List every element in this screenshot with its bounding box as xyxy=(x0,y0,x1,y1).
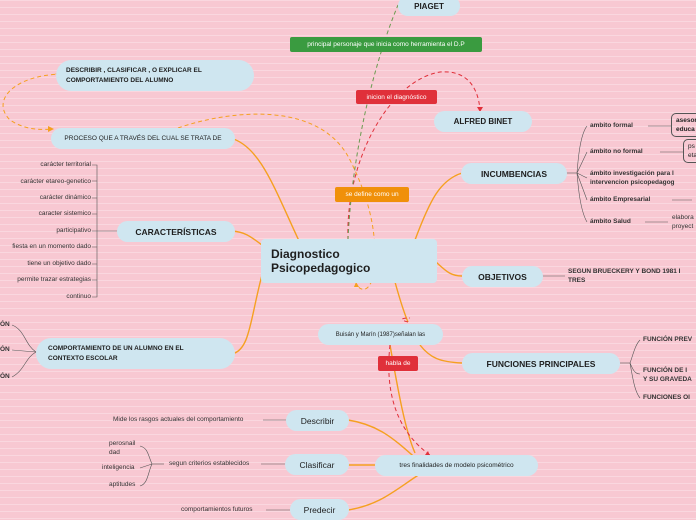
funcion-item: FUNCIONES OI xyxy=(643,394,690,401)
describir-label: Describir xyxy=(300,415,335,426)
objetivos-detail-line2: TRES xyxy=(568,277,586,284)
describir-node[interactable]: Describir xyxy=(286,410,349,431)
buisan-node[interactable]: Buisán y Marín (1987)señalan las xyxy=(318,324,443,345)
describir-clasificar-line2: COMPORTAMIENTO DEL ALUMNO xyxy=(66,76,174,84)
ambito-formal-detail-line1: asesor xyxy=(676,117,696,124)
comportamiento-node[interactable]: COMPORTAMIENTO DE UN ALUMNO EN EL CONTEXT… xyxy=(36,338,235,369)
tres-finalidades-label: tres finalidades de modelo psicométrico xyxy=(399,462,514,469)
piaget-description-text: principal personaje que inicia como herr… xyxy=(307,41,465,48)
objetivos-detail: SEGUN BRUECKERY Y BOND 1981 I TRES xyxy=(568,267,680,285)
ambito-salud-detail-line1: elabora xyxy=(672,214,694,221)
caracteristica-item: participativo xyxy=(56,227,91,234)
ambito-no-formal-detail-line2: eta xyxy=(688,152,696,159)
caracteristica-item: tiene un objetivo dado xyxy=(27,260,91,267)
objetivos-label: OBJETIVOS xyxy=(478,271,527,282)
inicion-tag[interactable]: inicion el diagnóstico xyxy=(356,90,437,104)
funciones-node[interactable]: FUNCIONES PRINCIPALES xyxy=(462,353,620,374)
ambito-empresarial-label: ámbito Empresarial xyxy=(590,196,651,203)
clasificar-item: perosnail dad xyxy=(109,440,136,456)
proceso-node[interactable]: PROCESO QUE A TRAVÉS DEL CUAL SE TRATA D… xyxy=(51,128,235,149)
caracteristica-item: carácter etareo-genetico xyxy=(20,178,91,185)
funcion-item-line2: Y SU GRAVEDA xyxy=(643,376,692,383)
incumbencias-node[interactable]: INCUMBENCIAS xyxy=(461,163,567,184)
describir-clasificar-node[interactable]: DESCRIBIR , CLASIFICAR , O EXPLICAR EL CO… xyxy=(56,60,254,91)
clasificar-node[interactable]: Clasificar xyxy=(285,454,349,475)
funciones-label: FUNCIONES PRINCIPALES xyxy=(486,358,596,369)
ambito-formal-detail: asesor educa xyxy=(671,113,696,137)
predecir-desc: comportamientos futuros xyxy=(181,506,253,513)
ambito-investigacion-label: ámbito investigación para l intervencion … xyxy=(590,169,675,187)
incumbencias-label: INCUMBENCIAS xyxy=(480,168,548,179)
funcion-item: FUNCIÓN PREV xyxy=(643,336,693,343)
comportamiento-subitem: ÓN xyxy=(0,346,10,353)
ambito-formal-detail-line2: educa xyxy=(676,126,695,133)
habla-de-tag[interactable]: habla de xyxy=(378,356,418,371)
proceso-label: PROCESO QUE A TRAVÉS DEL CUAL SE TRATA D… xyxy=(64,135,222,142)
clasificar-item: aptitudes xyxy=(109,481,136,488)
piaget-node[interactable]: PIAGET xyxy=(398,0,460,16)
describir-desc: Mide los rasgos actuales del comportamie… xyxy=(113,416,244,423)
clasificar-item: inteligencia xyxy=(102,464,135,471)
define-text: se define como un xyxy=(345,191,399,198)
central-topic-line1: Diagnostico xyxy=(271,247,340,261)
comportamiento-line2: CONTEXTO ESCOLAR xyxy=(48,354,118,362)
central-topic-line2: Psicopedagogico xyxy=(271,261,371,275)
caracteristica-item: permite trazar estrategias xyxy=(17,276,91,283)
ambito-formal-label: ambito formal xyxy=(590,122,633,129)
caracteristicas-label: CARACTERÍSTICAS xyxy=(135,226,217,237)
ambito-no-formal-label: ámbito no formal xyxy=(590,148,643,155)
tres-finalidades-node[interactable]: tres finalidades de modelo psicométrico xyxy=(375,455,538,476)
comportamiento-line1: COMPORTAMIENTO DE UN ALUMNO EN EL xyxy=(48,344,184,352)
alfred-binet-node[interactable]: ALFRED BINET xyxy=(434,111,532,132)
objetivos-node[interactable]: OBJETIVOS xyxy=(462,266,543,287)
comportamiento-subitem: ÓN xyxy=(0,321,10,328)
ambito-no-formal-detail-line1: ps xyxy=(688,143,695,150)
caracteristica-item: carácter dinámico xyxy=(39,194,91,201)
alfred-binet-label: ALFRED BINET xyxy=(453,117,513,126)
ambito-investigacion-line2: intervencion psicopedagog xyxy=(590,179,675,186)
inicion-text: inicion el diagnóstico xyxy=(366,93,427,101)
caracteristica-item: continuo xyxy=(66,293,91,300)
comportamiento-subitem: ÓN xyxy=(0,373,10,380)
buisan-label: Buisán y Marín (1987)señalan las xyxy=(335,331,426,338)
predecir-label: Predecir xyxy=(303,504,336,515)
caracteristica-item: carácter territorial xyxy=(40,161,91,168)
describir-clasificar-line1: DESCRIBIR , CLASIFICAR , O EXPLICAR EL xyxy=(66,66,202,74)
define-tag[interactable]: se define como un xyxy=(335,187,409,202)
caracteristica-item: fiesta en un momento dado xyxy=(12,243,91,250)
piaget-description-tag[interactable]: principal personaje que inicia como herr… xyxy=(290,37,482,52)
piaget-label: PIAGET xyxy=(414,1,444,11)
clasificar-desc: segun criterios establecidos xyxy=(169,460,250,467)
clasificar-label: Clasificar xyxy=(299,459,335,470)
habla-de-text: habla de xyxy=(385,360,411,367)
ambito-salud-detail-line2: proyect xyxy=(672,223,694,230)
funcion-item-line1: FUNCIÓN DE I xyxy=(643,367,688,374)
ambito-investigacion-line1: ámbito investigación para l xyxy=(590,170,674,177)
funcion-item: FUNCIÓN DE I Y SU GRAVEDA xyxy=(643,366,692,384)
caracteristicas-node[interactable]: CARACTERÍSTICAS xyxy=(117,221,235,242)
caracteristica-item: caracter sistemico xyxy=(38,210,91,217)
predecir-node[interactable]: Predecir xyxy=(290,499,349,520)
ambito-salud-detail: elabora proyect xyxy=(672,213,694,231)
objetivos-detail-line1: SEGUN BRUECKERY Y BOND 1981 I xyxy=(568,268,681,275)
ambito-salud-label: ámbito Salud xyxy=(590,218,631,225)
ambito-no-formal-detail: ps eta xyxy=(683,139,696,163)
